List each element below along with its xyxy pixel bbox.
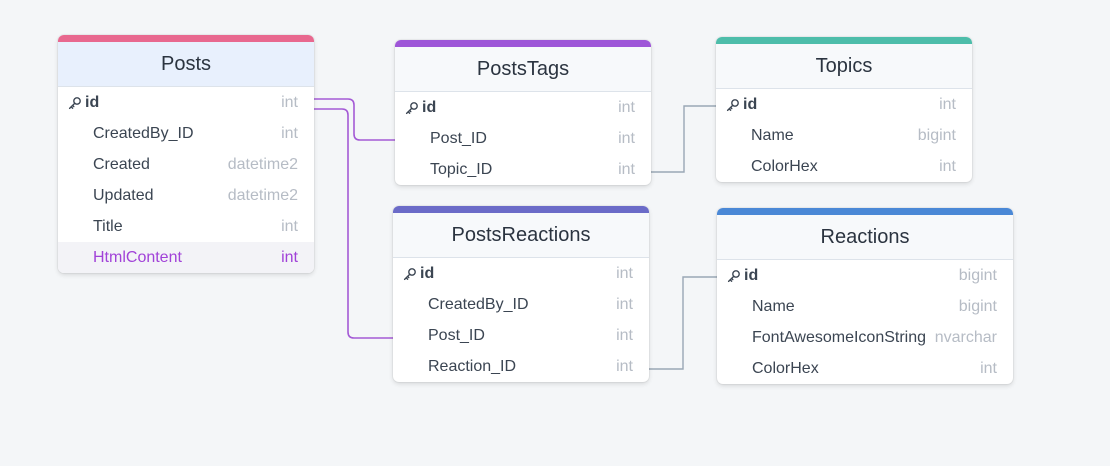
postsreactions-field-row[interactable]: CreatedBy_ID int — [393, 289, 649, 320]
field-type: int — [616, 264, 633, 282]
field-type: int — [980, 359, 997, 377]
reactions-title: Reactions — [820, 225, 910, 248]
posts-field-row[interactable]: Created datetime2 — [58, 149, 314, 180]
topics-header[interactable]: Topics — [716, 44, 972, 89]
field-type: int — [939, 157, 956, 175]
field-type: int — [281, 124, 298, 142]
field-name: id — [744, 266, 759, 284]
field-name: Post_ID — [428, 326, 485, 344]
field-name: ColorHex — [752, 359, 819, 377]
posts-field-row[interactable]: Updated datetime2 — [58, 180, 314, 211]
field-type: int — [281, 217, 298, 235]
posts-field-row[interactable]: CreatedBy_ID int — [58, 118, 314, 149]
postsreactions-header[interactable]: PostsReactions — [393, 213, 649, 258]
field-type: bigint — [958, 266, 997, 284]
field-type: datetime2 — [227, 186, 298, 204]
field-name: Name — [752, 297, 795, 315]
field-type: int — [939, 95, 956, 113]
postsreactions-title: PostsReactions — [451, 223, 591, 246]
reactions-field-row[interactable]: Name bigint — [717, 291, 1013, 322]
field-name: id — [743, 95, 758, 113]
field-type: int — [281, 248, 298, 266]
reactions-field-row[interactable]: ColorHex int — [717, 353, 1013, 384]
field-name: Created — [93, 155, 150, 173]
field-type: int — [616, 357, 633, 375]
field-name: FontAwesomeIconString — [752, 328, 927, 346]
posts-field-row[interactable]: id int — [58, 87, 314, 118]
posts-header[interactable]: Posts — [58, 42, 314, 87]
posts-field-row[interactable]: Title int — [58, 211, 314, 242]
field-type: bigint — [917, 126, 956, 144]
primary-key-icon — [402, 266, 418, 282]
poststags-field-row[interactable]: Topic_ID int — [395, 154, 651, 185]
field-name: CreatedBy_ID — [93, 124, 194, 142]
primary-key-icon — [404, 100, 420, 116]
field-name: id — [422, 98, 437, 116]
field-type: int — [616, 295, 633, 313]
field-type: int — [616, 326, 633, 344]
postsreactions-field-row[interactable]: id int — [393, 258, 649, 289]
field-name: id — [85, 93, 100, 111]
field-name: ColorHex — [751, 157, 818, 175]
link-posts-id-to-poststags-post-id[interactable] — [314, 98, 395, 141]
primary-key-icon — [67, 95, 83, 111]
field-name: Topic_ID — [430, 160, 493, 178]
posts-color-bar — [58, 35, 314, 42]
field-name: Post_ID — [430, 129, 487, 147]
field-name: id — [420, 264, 435, 282]
reactions-header[interactable]: Reactions — [717, 215, 1013, 260]
posts-title: Posts — [160, 52, 212, 75]
field-name: Reaction_ID — [428, 357, 517, 375]
primary-key-icon — [725, 97, 741, 113]
reactions-color-bar — [717, 208, 1013, 215]
poststags-field-row[interactable]: Post_ID int — [395, 123, 651, 154]
field-type: int — [618, 129, 635, 147]
field-type: bigint — [958, 297, 997, 315]
field-type: datetime2 — [227, 155, 298, 173]
link-poststags-topic-id-to-topics-id[interactable] — [651, 105, 716, 173]
field-type: int — [618, 160, 635, 178]
postsreactions-field-row[interactable]: Reaction_ID int — [393, 351, 649, 382]
link-posts-id-to-postsreactions-post-id[interactable] — [314, 108, 393, 339]
field-name: Title — [93, 217, 123, 235]
primary-key-icon — [726, 268, 742, 284]
field-type: int — [281, 93, 298, 111]
field-name: Updated — [93, 186, 154, 204]
field-name: Name — [751, 126, 794, 144]
field-name: HtmlContent — [93, 248, 182, 266]
postsreactions-color-bar — [393, 206, 649, 213]
field-name: CreatedBy_ID — [428, 295, 529, 313]
link-postsreactions-reaction-id-to-reactions-id[interactable] — [649, 276, 717, 370]
poststags-color-bar — [395, 40, 651, 47]
poststags-field-row[interactable]: id int — [395, 92, 651, 123]
field-type: int — [618, 98, 635, 116]
poststags-header[interactable]: PostsTags — [395, 47, 651, 92]
field-type: nvarchar — [934, 328, 997, 346]
topics-title: Topics — [815, 54, 873, 77]
topics-field-row[interactable]: id int — [716, 89, 972, 120]
topics-color-bar — [716, 37, 972, 44]
reactions-field-row[interactable]: id bigint — [717, 260, 1013, 291]
posts-field-row[interactable]: HtmlContent int — [58, 242, 314, 273]
topics-field-row[interactable]: ColorHex int — [716, 151, 972, 182]
topics-field-row[interactable]: Name bigint — [716, 120, 972, 151]
poststags-title: PostsTags — [476, 57, 570, 80]
postsreactions-field-row[interactable]: Post_ID int — [393, 320, 649, 351]
reactions-field-row[interactable]: FontAwesomeIconString nvarchar — [717, 322, 1013, 353]
